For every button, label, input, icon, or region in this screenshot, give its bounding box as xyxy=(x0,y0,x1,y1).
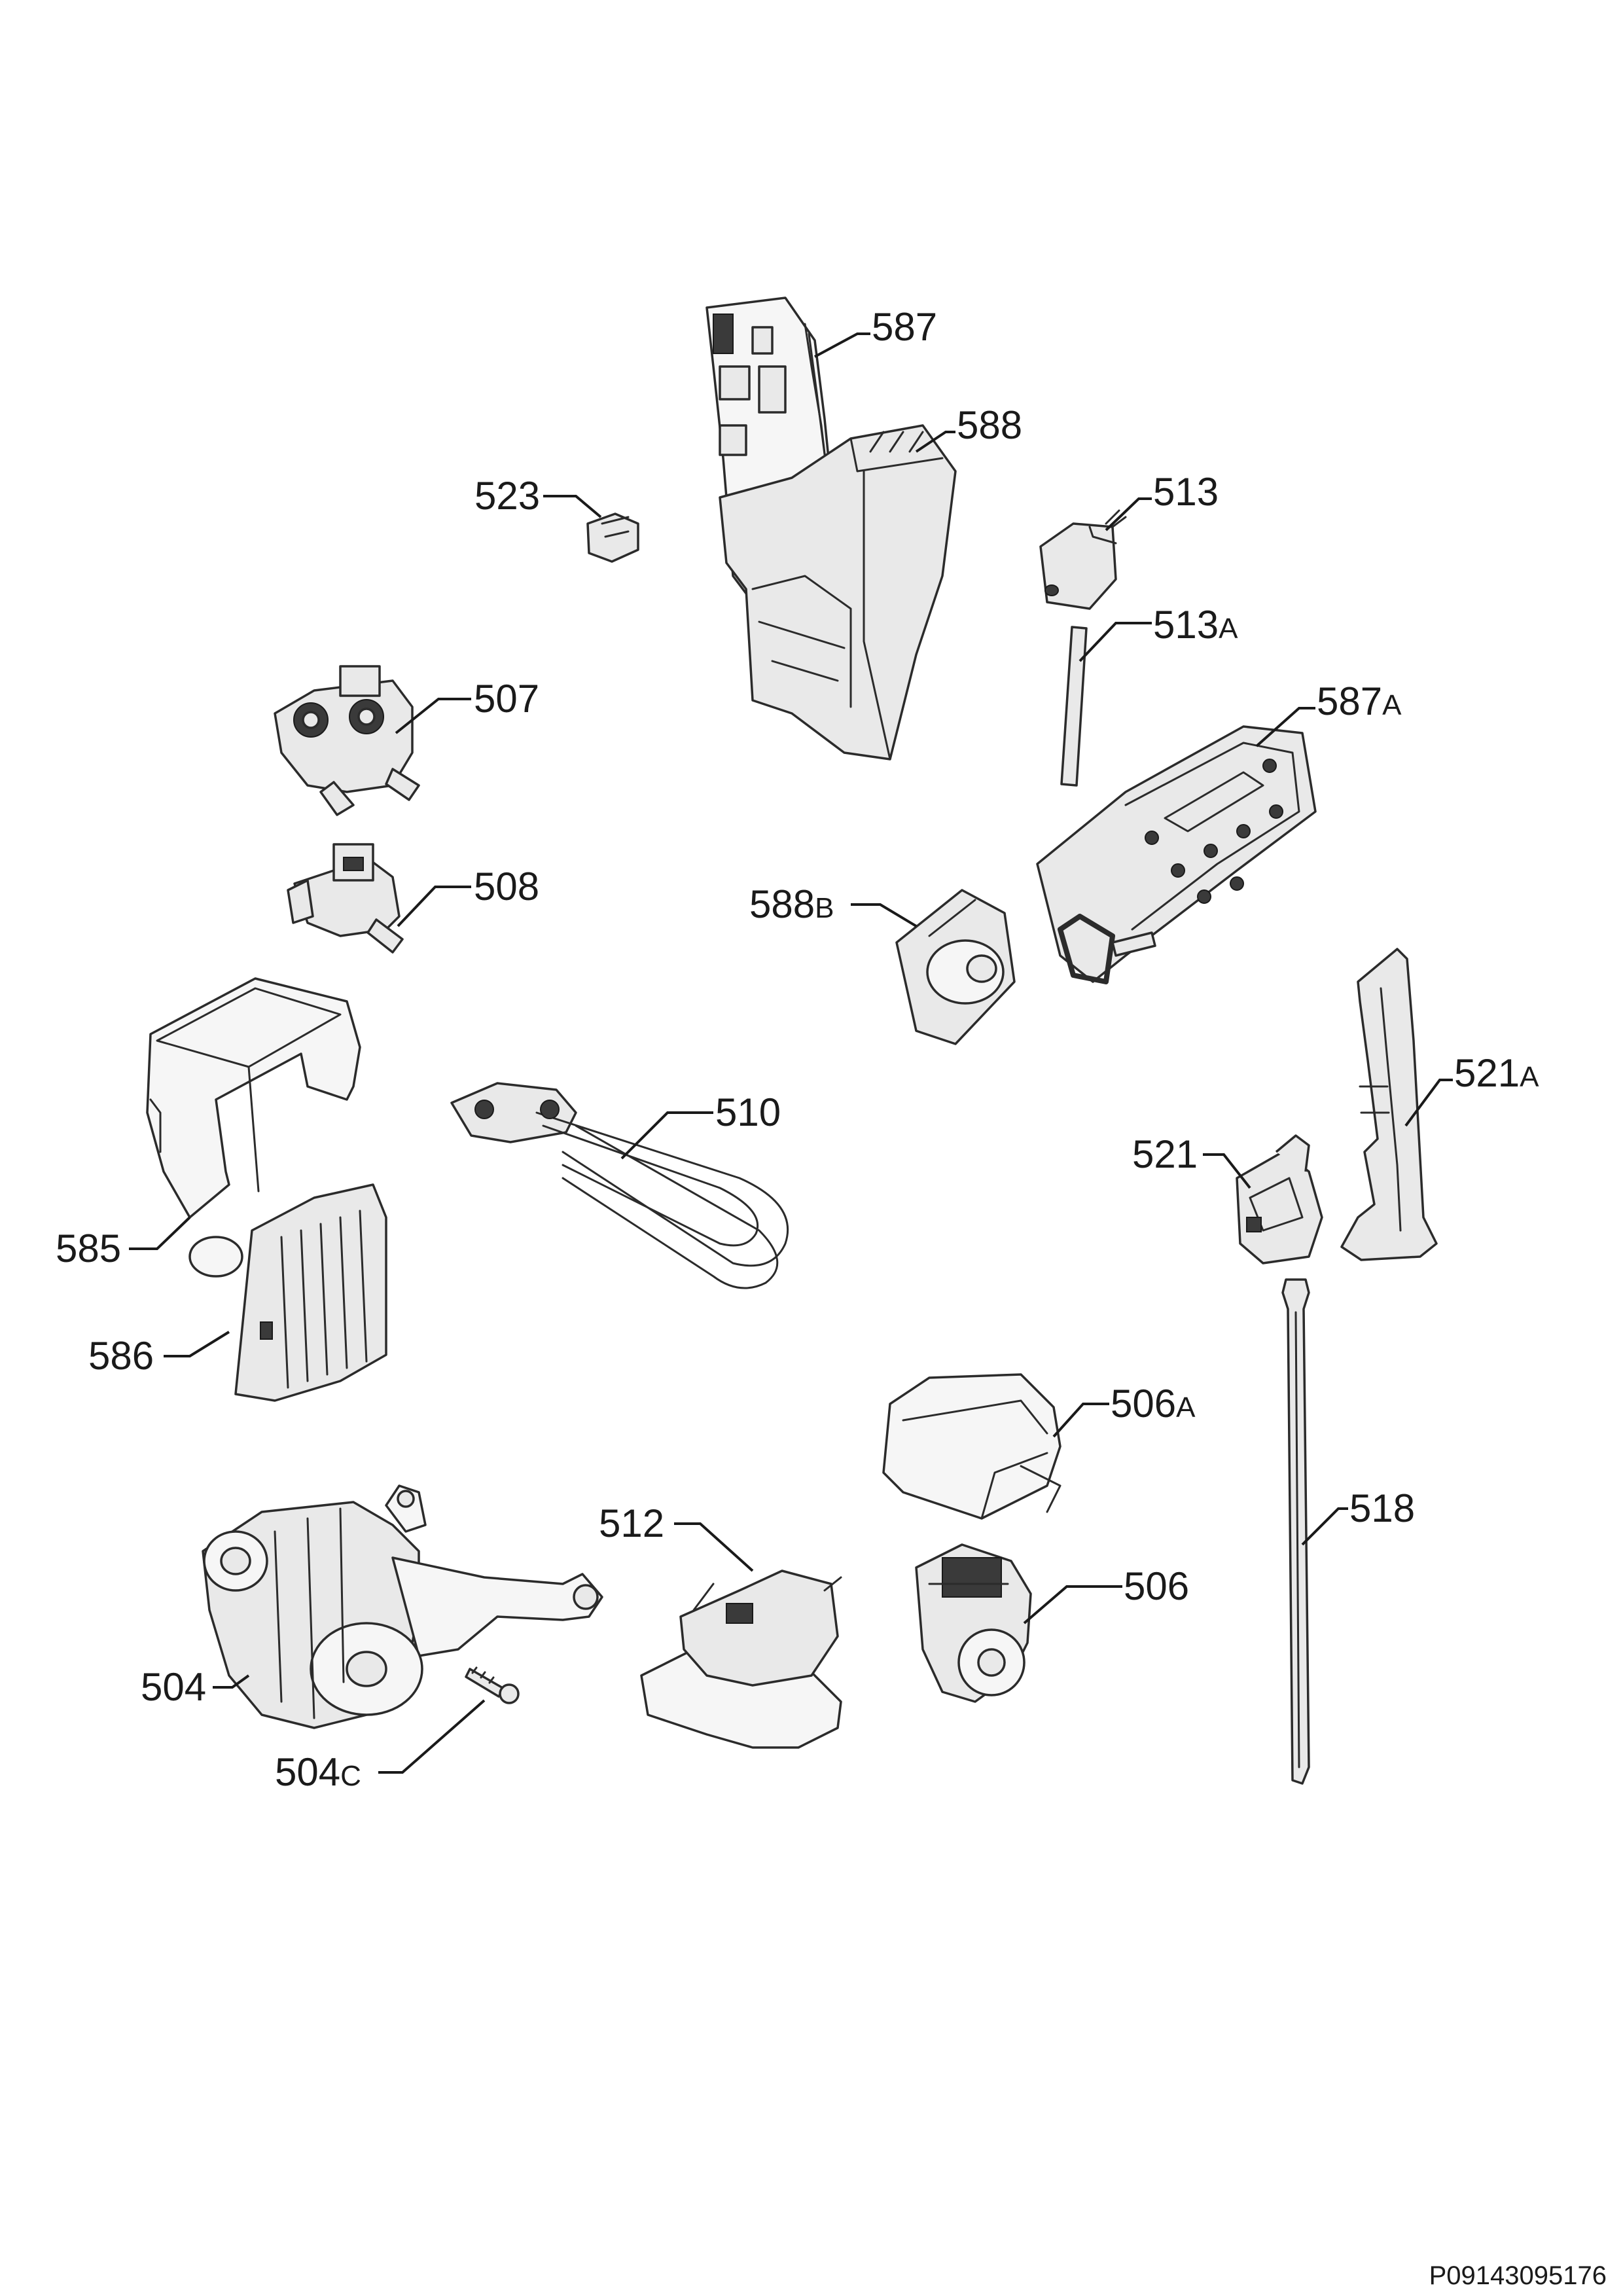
svg-text:585: 585 xyxy=(56,1227,121,1270)
svg-text:506: 506 xyxy=(1124,1564,1189,1608)
callout-506: 506 xyxy=(1023,1564,1189,1624)
svg-text:513: 513 xyxy=(1153,470,1219,514)
callout-513: 513 xyxy=(1105,470,1219,531)
part-518-rod xyxy=(1281,1278,1310,1785)
callout-585: 585 xyxy=(56,1216,191,1270)
part-508-valve xyxy=(287,843,404,954)
callout-518: 518 xyxy=(1301,1486,1415,1546)
svg-text:521A: 521A xyxy=(1454,1051,1539,1095)
part-521A-bracket xyxy=(1340,948,1438,1261)
part-587A-display-board xyxy=(1036,725,1317,984)
part-586-motor-controller xyxy=(188,1183,387,1402)
svg-text:518: 518 xyxy=(1349,1486,1415,1530)
callout-504C: 504C xyxy=(275,1699,486,1794)
svg-text:507: 507 xyxy=(474,677,539,721)
part-513-sensor xyxy=(1039,509,1127,610)
part-521-door-lock xyxy=(1236,1134,1323,1265)
part-506-drain-pump xyxy=(915,1543,1032,1703)
part-513A-rod xyxy=(1060,626,1088,787)
part-506A-pump-cover xyxy=(882,1373,1061,1520)
svg-text:588B: 588B xyxy=(749,882,834,926)
callout-521A: 521A xyxy=(1404,1051,1539,1127)
svg-text:504: 504 xyxy=(141,1665,206,1709)
callout-586: 586 xyxy=(88,1331,230,1378)
callout-587: 587 xyxy=(814,305,937,358)
callout-587A: 587A xyxy=(1255,679,1402,747)
part-507-inlet-valve xyxy=(274,665,420,816)
svg-text:588: 588 xyxy=(957,403,1022,447)
svg-text:587A: 587A xyxy=(1317,679,1402,723)
svg-text:523: 523 xyxy=(474,474,540,518)
callout-512: 512 xyxy=(599,1501,754,1572)
callout-523: 523 xyxy=(474,474,602,518)
svg-text:512: 512 xyxy=(599,1501,664,1545)
callout-506A: 506A xyxy=(1052,1382,1196,1438)
part-512-bracket xyxy=(640,1570,842,1749)
callout-521: 521 xyxy=(1132,1132,1251,1189)
part-588-board-housing xyxy=(719,424,957,761)
part-504C-screw xyxy=(465,1666,520,1704)
callout-507: 507 xyxy=(395,677,539,734)
callout-588: 588 xyxy=(915,403,1022,453)
part-523-clip xyxy=(586,512,639,563)
part-504-motor xyxy=(202,1484,603,1729)
callout-588B: 588B xyxy=(749,882,918,927)
part-588B-knob-module xyxy=(895,889,1016,1045)
part-510-heater xyxy=(450,1082,789,1289)
svg-text:587: 587 xyxy=(872,305,937,349)
svg-text:508: 508 xyxy=(474,865,539,908)
svg-text:586: 586 xyxy=(88,1334,154,1378)
svg-text:506A: 506A xyxy=(1111,1382,1196,1426)
svg-text:513A: 513A xyxy=(1153,603,1238,647)
document-id: P09143095176 xyxy=(1429,2261,1607,2290)
svg-text:521: 521 xyxy=(1132,1132,1198,1176)
svg-text:504C: 504C xyxy=(275,1750,361,1794)
part-585-cover xyxy=(146,977,361,1219)
callout-510: 510 xyxy=(620,1090,781,1160)
callout-513A: 513A xyxy=(1079,603,1238,662)
callout-504: 504 xyxy=(141,1665,250,1709)
callout-508: 508 xyxy=(397,865,539,927)
svg-text:510: 510 xyxy=(715,1090,781,1134)
